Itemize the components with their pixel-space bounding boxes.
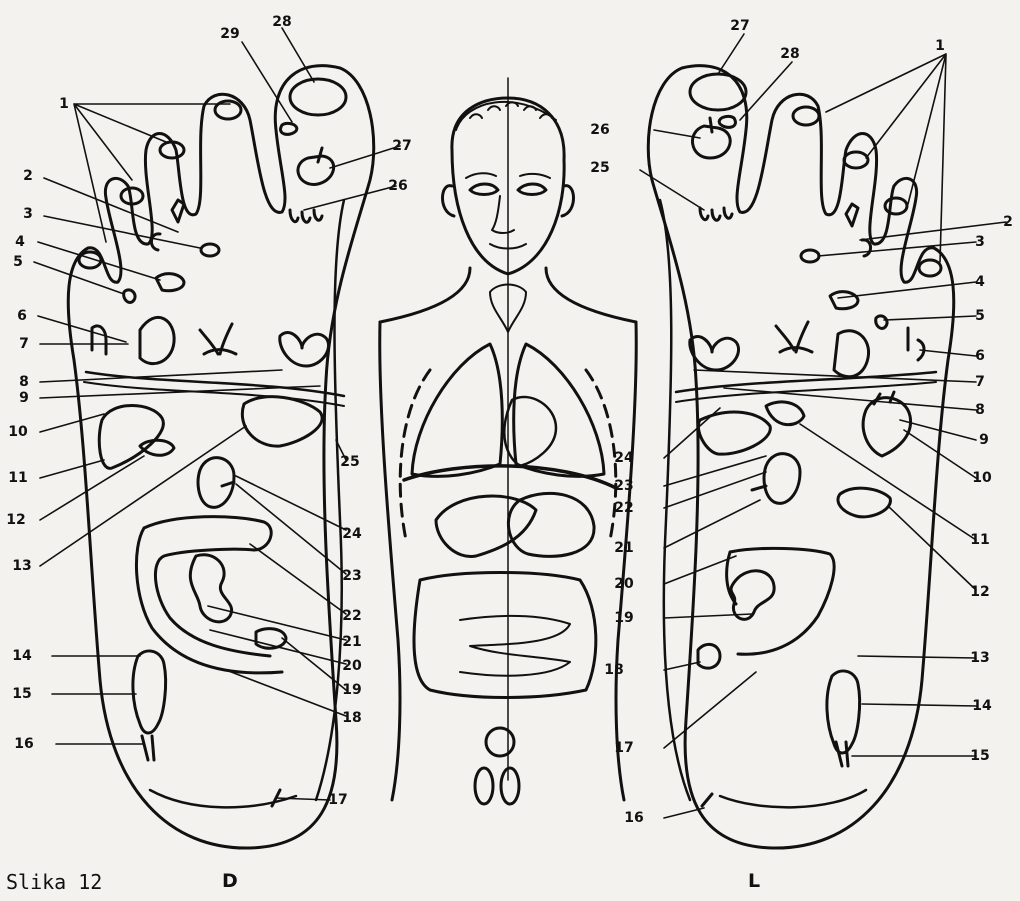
right-foot-label-14: 14 [12,648,32,664]
left-foot-label-16: 16 [624,810,643,826]
right-foot-label-12: 12 [6,512,25,528]
central-body-figure [380,78,637,804]
left-foot-label-4: 4 [975,274,985,290]
left-foot-label-10: 10 [972,470,992,486]
left-foot-label-15: 15 [970,748,989,764]
right-foot-label-18: 18 [342,710,361,726]
right-foot-label-28: 28 [272,14,291,30]
right-foot-label-24: 24 [342,526,362,542]
right-foot-label-23: 23 [342,568,361,584]
right-foot-label-10: 10 [8,424,28,440]
right-foot-label-16: 16 [14,736,33,752]
left-foot-label-19: 19 [614,610,633,626]
left-foot-label-2: 2 [1003,214,1013,230]
right-foot-label-21: 21 [342,634,361,650]
right-foot-label-3: 3 [23,206,33,222]
left-foot-label-7: 7 [975,374,985,390]
right-foot-label-25: 25 [340,454,359,470]
right-foot-labels: 2928127262345678910111213252423222120191… [6,14,411,808]
left-foot-label-21: 21 [614,540,633,556]
right-foot-label-1: 1 [59,96,69,112]
left-foot-label-5: 5 [975,308,985,324]
right-foot-label-6: 6 [17,308,27,324]
left-foot-label-20: 20 [614,576,634,592]
left-foot-outline [648,66,954,848]
left-foot-label-26: 26 [590,122,609,138]
left-foot-label-9: 9 [979,432,989,448]
left-foot-label-28: 28 [780,46,799,62]
left-foot-label-24: 24 [614,450,634,466]
right-foot-label-27: 27 [392,138,411,154]
left-foot-label-22: 22 [614,500,633,516]
left-foot-side-label: L [748,870,760,892]
left-foot-label-27: 27 [730,18,749,34]
right-foot-label-15: 15 [12,686,31,702]
right-foot-label-2: 2 [23,168,33,184]
right-foot-label-26: 26 [388,178,407,194]
right-foot-label-5: 5 [13,254,23,270]
right-foot-label-20: 20 [342,658,362,674]
left-foot-label-18: 18 [604,662,623,678]
left-foot-label-12: 12 [970,584,989,600]
left-foot-label-13: 13 [970,650,989,666]
left-foot-label-6: 6 [975,348,985,364]
right-foot-label-19: 19 [342,682,361,698]
right-foot-outline [68,66,374,848]
left-foot-label-23: 23 [614,478,633,494]
right-foot-label-11: 11 [8,470,27,486]
right-foot-label-7: 7 [19,336,29,352]
right-foot-label-29: 29 [220,26,239,42]
right-foot-label-8: 8 [19,374,29,390]
left-foot-label-8: 8 [975,402,985,418]
right-foot-label-4: 4 [15,234,25,250]
left-foot-label-3: 3 [975,234,985,250]
figure-caption: Slika 12 [6,870,102,894]
right-foot-label-13: 13 [12,558,31,574]
left-foot-label-17: 17 [614,740,633,756]
left-foot-label-25: 25 [590,160,609,176]
right-foot-label-22: 22 [342,608,361,624]
right-foot-label-17: 17 [328,792,347,808]
left-foot-label-14: 14 [972,698,992,714]
right-foot-side-label: D [222,870,238,892]
right-foot-label-9: 9 [19,390,29,406]
left-foot-label-11: 11 [970,532,989,548]
left-foot-label-1: 1 [935,38,945,54]
